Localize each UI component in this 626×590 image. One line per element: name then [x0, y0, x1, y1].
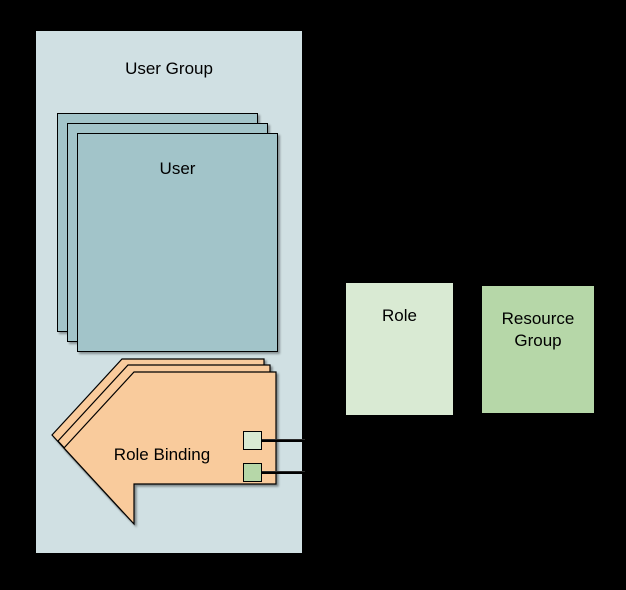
- resource-group-box[interactable]: Resource Group: [481, 285, 595, 414]
- role-binding-arrow-front[interactable]: [63, 371, 277, 526]
- connector-role: [261, 439, 305, 442]
- connector-resource: [261, 471, 305, 474]
- role-binding-stack[interactable]: Role Binding: [51, 358, 284, 527]
- role-box[interactable]: Role: [345, 282, 454, 416]
- resource-group-box-label: Resource Group: [501, 309, 575, 350]
- user-label: User: [159, 159, 196, 178]
- role-box-label: Role: [382, 306, 417, 325]
- user-card-stack[interactable]: User: [57, 113, 278, 352]
- role-binding-label: Role Binding: [113, 445, 211, 464]
- role-binding-arrow-shapes: [51, 358, 277, 526]
- user-group-label: User Group: [125, 59, 213, 78]
- role-chip[interactable]: [243, 431, 262, 450]
- user-card-front[interactable]: [77, 133, 278, 352]
- resource-chip[interactable]: [243, 463, 262, 482]
